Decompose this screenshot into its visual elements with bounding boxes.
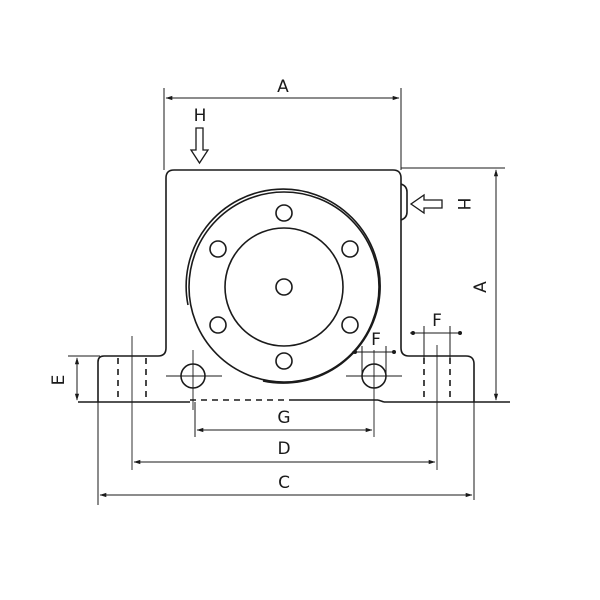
dimension-c: C <box>97 402 475 505</box>
bolt-hole <box>275 352 293 370</box>
dimension-d: D <box>133 439 436 465</box>
label-a-side: A <box>471 281 491 293</box>
bolt-hole <box>341 240 359 258</box>
flange <box>185 188 381 384</box>
label-a-top: A <box>277 77 289 97</box>
bolt-hole <box>275 204 293 222</box>
dimension-a-side: A <box>401 167 505 401</box>
label-f-foot: F <box>432 311 442 331</box>
dimension-g: G <box>194 402 373 437</box>
label-c: C <box>278 473 290 493</box>
label-g: G <box>277 408 290 428</box>
vibrator-body-outline <box>78 169 510 403</box>
force-arrow-top: H <box>189 106 210 165</box>
center-hole <box>275 278 293 296</box>
bolt-hole <box>341 316 359 334</box>
label-d: D <box>277 439 290 459</box>
bolt-hole <box>209 240 227 258</box>
dimension-a-top: A <box>163 77 402 170</box>
dimension-f-foot: F <box>410 311 462 360</box>
label-h-top: H <box>194 106 207 126</box>
dimension-f-hole: F <box>352 330 396 376</box>
label-f-hole: F <box>371 330 381 350</box>
label-h-side: H <box>453 198 473 211</box>
foot-holes-hidden <box>117 336 451 470</box>
dimension-e: E <box>49 355 100 401</box>
force-arrow-side: H <box>409 193 473 215</box>
label-e: E <box>49 375 69 386</box>
bolt-hole <box>209 316 227 334</box>
